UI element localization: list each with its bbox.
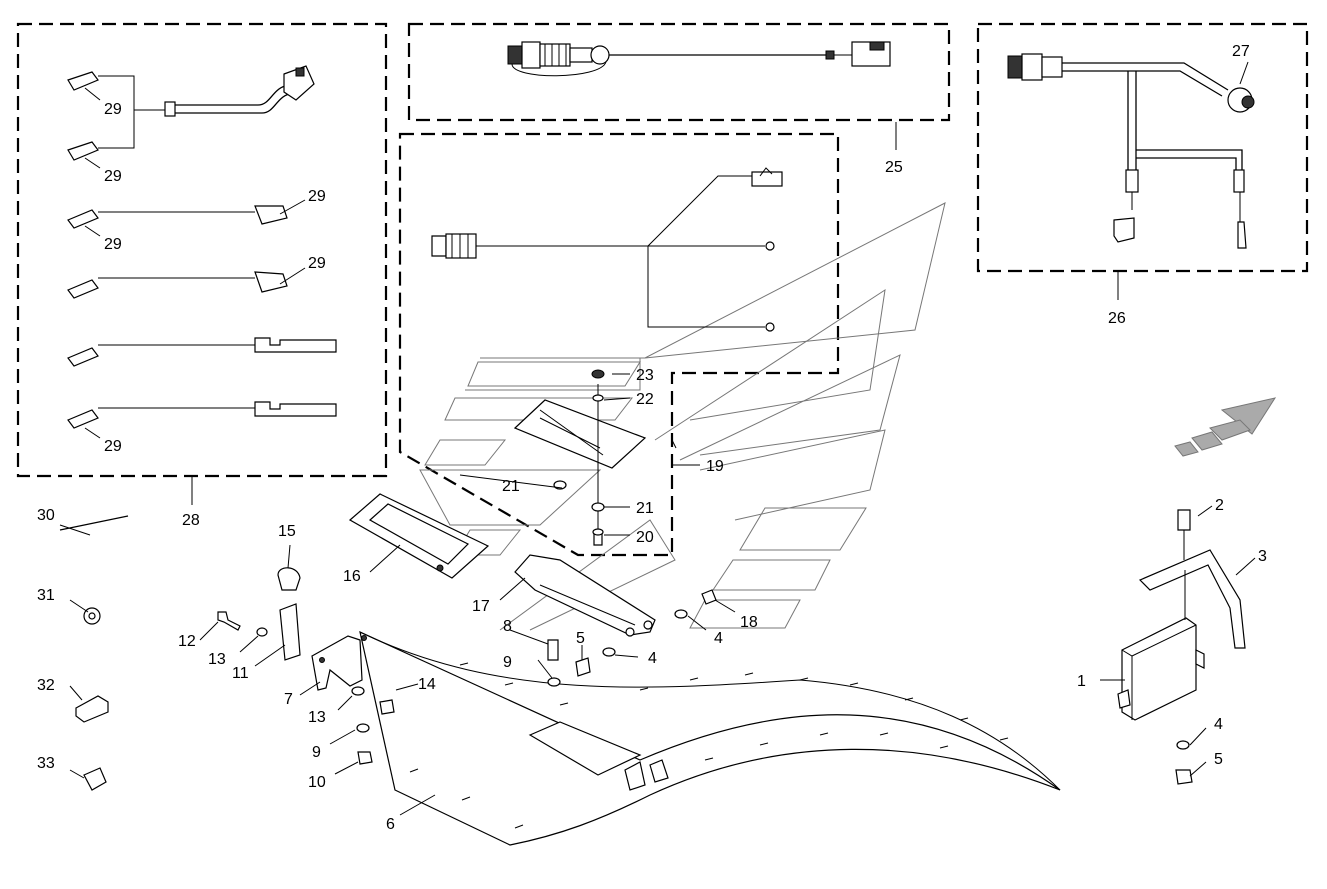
callout-29-c: 29 — [308, 188, 326, 205]
callout-9-b: 9 — [312, 744, 321, 761]
callout-23: 23 — [636, 367, 654, 384]
callout-7: 7 — [284, 691, 293, 708]
callout-32: 32 — [37, 677, 55, 694]
callout-4-c: 4 — [1214, 716, 1223, 733]
ecu-module — [1117, 617, 1205, 721]
callout-29-f: 29 — [104, 438, 122, 455]
callout-20: 20 — [636, 529, 654, 546]
callout-26: 26 — [1108, 310, 1126, 327]
callout-29-e: 29 — [308, 255, 326, 272]
bracket-7-11 — [279, 603, 367, 691]
callout-2: 2 — [1215, 497, 1224, 514]
callout-25: 25 — [885, 159, 903, 176]
callout-12: 12 — [178, 633, 196, 650]
group-box-19 — [398, 132, 840, 557]
group-box-28 — [16, 22, 388, 478]
leader-lines — [59, 122, 1256, 816]
callout-4-a: 4 — [714, 630, 723, 647]
callout-4-b: 4 — [648, 650, 657, 667]
callout-18: 18 — [740, 614, 758, 631]
callout-6: 6 — [386, 816, 395, 833]
callout-21-b: 21 — [636, 500, 654, 517]
grommet-15 — [277, 567, 301, 591]
group-box-26 — [976, 22, 1309, 273]
callout-21-a: 21 — [502, 478, 520, 495]
callout-5-b: 5 — [1214, 751, 1223, 768]
callout-28: 28 — [182, 512, 200, 529]
callout-29-b: 29 — [104, 168, 122, 185]
callout-16: 16 — [343, 568, 361, 585]
callout-11: 11 — [232, 665, 249, 682]
callout-13-b: 13 — [308, 709, 326, 726]
small-parts-30-33 — [59, 515, 129, 791]
antenna-harness-19 — [431, 167, 783, 546]
callout-33: 33 — [37, 755, 55, 772]
seal-frame-16 — [348, 493, 490, 579]
fasteners — [217, 509, 1193, 785]
hood-panel — [359, 630, 1061, 846]
harness-25 — [507, 41, 891, 77]
terminal-connector-set — [67, 65, 337, 439]
callout-13-a: 13 — [208, 651, 226, 668]
harness-26 — [1007, 53, 1255, 249]
callout-8: 8 — [503, 618, 512, 635]
callout-1: 1 — [1077, 673, 1086, 690]
callout-10: 10 — [308, 774, 326, 791]
callout-27: 27 — [1232, 43, 1250, 60]
callout-3: 3 — [1258, 548, 1267, 565]
callout-14: 14 — [418, 676, 436, 693]
support-bracket-3 — [1138, 549, 1246, 649]
panel-outline-overlay — [419, 202, 946, 631]
bracket-17 — [514, 554, 656, 637]
callout-9-a: 9 — [503, 654, 512, 671]
callout-30: 30 — [37, 507, 55, 524]
callout-5-a: 5 — [576, 630, 585, 647]
callout-29-a: 29 — [104, 101, 122, 118]
callout-15: 15 — [278, 523, 296, 540]
callout-29-d: 29 — [104, 236, 122, 253]
callout-22: 22 — [636, 391, 654, 408]
direction-arrow — [1174, 397, 1277, 457]
callout-19: 19 — [706, 458, 724, 475]
callouts: 27 25 26 28 29 29 29 29 29 29 30 31 32 3… — [37, 43, 1267, 833]
callout-17: 17 — [472, 598, 490, 615]
group-box-25 — [407, 22, 951, 122]
callout-31: 31 — [37, 587, 55, 604]
